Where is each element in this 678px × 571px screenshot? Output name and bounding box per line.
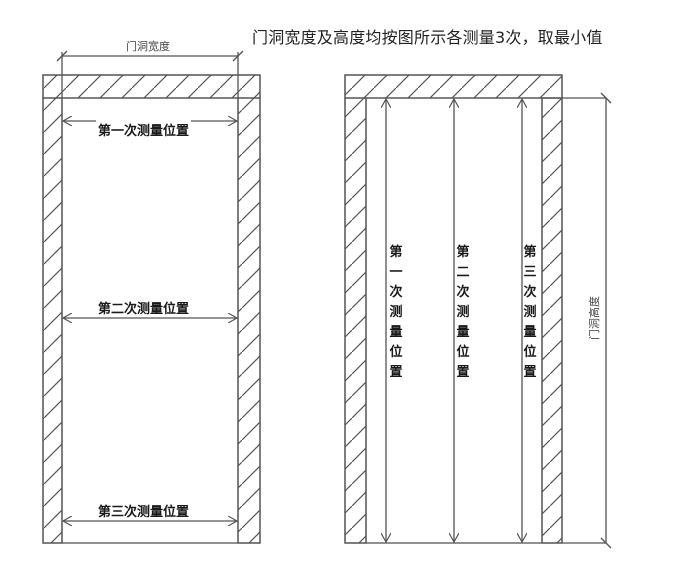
left-door-frame [42,50,261,544]
width-measurement-3-label: 第三次测量位置 [96,501,192,520]
height-dimension-label: 门洞高度 [588,296,601,340]
height-measurement-3-label: 第三次测量位置 [523,245,537,380]
height-measurement-1-label: 第一次测量位置 [389,245,403,380]
right-door-frame [344,74,612,549]
height-measurement-2-label: 第二次测量位置 [456,245,470,380]
width-measurement-2-label: 第二次测量位置 [96,298,192,317]
width-dimension-label: 门洞宽度 [126,40,170,53]
width-measurement-1-label: 第一次测量位置 [96,120,192,139]
diagram-title: 门洞宽度及高度均按图所示各测量3次，取最小值 [252,28,603,47]
